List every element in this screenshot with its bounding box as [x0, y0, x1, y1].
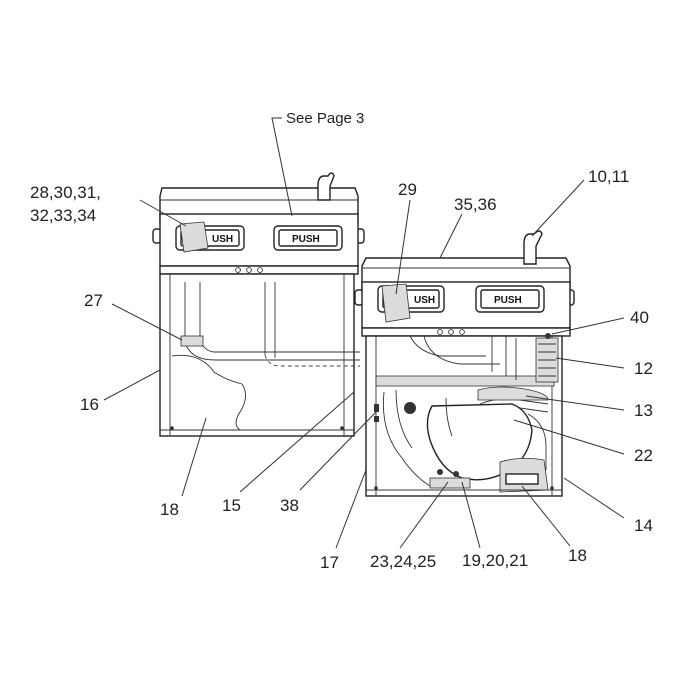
- callout-38: 38: [280, 496, 299, 515]
- leader-40: [551, 317, 625, 335]
- callout-28-30-31: 28,30,31,: [30, 183, 101, 202]
- callout-35-36: 35,36: [454, 195, 497, 214]
- callout-27: 27: [84, 291, 103, 310]
- leader-10-11: [531, 179, 585, 237]
- callout-32-33-34: 32,33,34: [30, 206, 96, 225]
- leader-19-21: [461, 481, 481, 549]
- leader-15: [239, 391, 355, 493]
- leader-28-34: [139, 199, 187, 227]
- leader-35-36: [439, 213, 463, 259]
- callout-15: 15: [222, 496, 241, 515]
- leader-lines: [103, 117, 625, 549]
- leader-13: [525, 395, 625, 411]
- callout-10-11: 10,11: [588, 167, 629, 186]
- callout-18-right: 18: [568, 546, 587, 565]
- callout-labels: See Page 3 28,30,31, 32,33,34 29 35,36 1…: [30, 110, 653, 572]
- leader-see-page: [271, 117, 293, 217]
- right-cooler-unit: USH PUSH: [354, 230, 575, 497]
- leader-22: [513, 419, 625, 455]
- leader-14: [563, 477, 625, 519]
- leader-12: [555, 357, 625, 369]
- callout-29: 29: [398, 180, 417, 199]
- right-button-partial-label: USH: [414, 295, 435, 306]
- leader-38: [299, 411, 377, 491]
- callout-16: 16: [80, 395, 99, 414]
- callout-17: 17: [320, 553, 339, 572]
- right-cooler-button-full: PUSH: [475, 285, 545, 313]
- leader-17: [335, 469, 367, 549]
- callout-18-left: 18: [160, 500, 179, 519]
- leader-16: [103, 369, 161, 401]
- leader-23-25: [399, 481, 449, 549]
- callout-19-20-21: 19,20,21: [462, 551, 528, 570]
- leader-29: [395, 199, 411, 295]
- left-button-partial-label: USH: [212, 234, 233, 245]
- left-cooler-button-full: PUSH: [273, 225, 343, 251]
- left-button-full-label: PUSH: [292, 234, 320, 245]
- leader-27: [111, 303, 183, 341]
- callout-13: 13: [634, 401, 653, 420]
- callout-23-24-25: 23,24,25: [370, 552, 436, 571]
- callout-see-page-3: See Page 3: [286, 110, 364, 127]
- right-button-full-label: PUSH: [494, 295, 522, 306]
- callout-12: 12: [634, 359, 653, 378]
- callout-14: 14: [634, 516, 653, 535]
- left-cooler-unit: USH PUSH: [152, 172, 365, 437]
- callout-40: 40: [630, 308, 649, 327]
- callout-22: 22: [634, 446, 653, 465]
- leader-18-right: [521, 485, 571, 547]
- leader-18-left: [181, 417, 207, 497]
